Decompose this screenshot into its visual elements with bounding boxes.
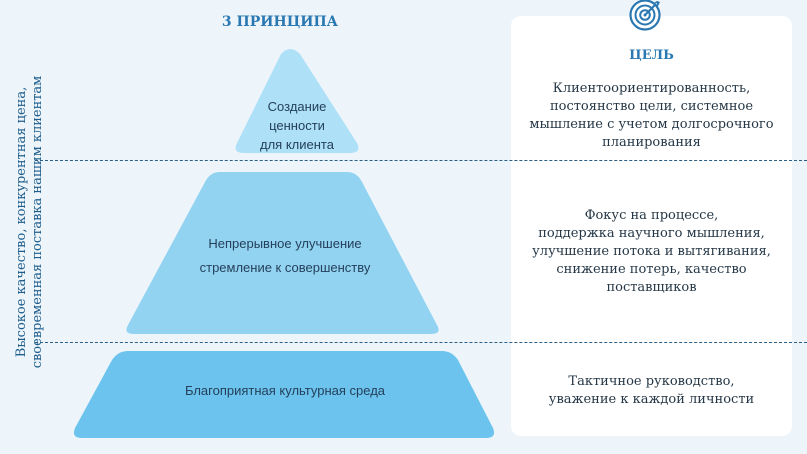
- goal-title: ЦЕЛЬ: [629, 48, 674, 63]
- goal-item-3: Тактичное руководство, уважение к каждой…: [511, 373, 792, 409]
- goal-panel: [511, 16, 792, 436]
- goal-2-line-5: поставщиков: [606, 280, 697, 295]
- middle-tier-line-1: Непрерывное улучшение: [208, 236, 362, 251]
- goal-1-line-4: планирования: [602, 135, 701, 150]
- goal-1-line-3: мышление с учетом долгосрочного: [529, 117, 774, 132]
- pyramid-top-text: Создание ценности для клиента: [232, 97, 362, 154]
- goal-1-line-1: Клиентоориентированность,: [552, 81, 751, 96]
- goal-2-line-1: Фокус на процессе,: [584, 208, 719, 223]
- goal-2-line-4: снижение потерь, качество: [556, 262, 747, 277]
- top-tier-line-2: ценности: [269, 118, 325, 133]
- pyramid-middle-tier: [126, 172, 439, 334]
- principles-heading: 3 ПРИНЦИПА: [221, 14, 339, 30]
- top-tier-line-3: для клиента: [260, 137, 334, 152]
- divider-upper: [35, 160, 807, 161]
- goal-3-line-1: Тактичное руководство,: [568, 374, 735, 389]
- pyramid-middle-text: Непрерывное улучшение стремление к совер…: [160, 232, 410, 280]
- goal-2-line-3: улучшение потока и вытягивания,: [532, 244, 771, 259]
- bottom-tier-line-1: Благоприятная культурная среда: [184, 383, 386, 398]
- divider-lower: [35, 342, 807, 343]
- target-icon: [629, 0, 661, 31]
- pyramid-top-tier: [235, 49, 359, 153]
- middle-tier-line-2: стремление к совершенству: [199, 260, 371, 275]
- goal-item-2: Фокус на процессе, поддержка научного мы…: [511, 207, 792, 297]
- goal-2-line-2: поддержка научного мышления,: [538, 226, 765, 241]
- pyramid-bottom-tier: [73, 351, 495, 438]
- goal-item-1: Клиентоориентированность, постоянство це…: [511, 80, 792, 152]
- goal-1-line-2: постоянство цели, системное: [549, 99, 754, 114]
- goal-3-line-2: уважение к каждой личности: [548, 392, 755, 407]
- top-tier-line-1: Создание: [267, 99, 327, 114]
- pyramid-bottom-text: Благоприятная культурная среда: [135, 381, 435, 400]
